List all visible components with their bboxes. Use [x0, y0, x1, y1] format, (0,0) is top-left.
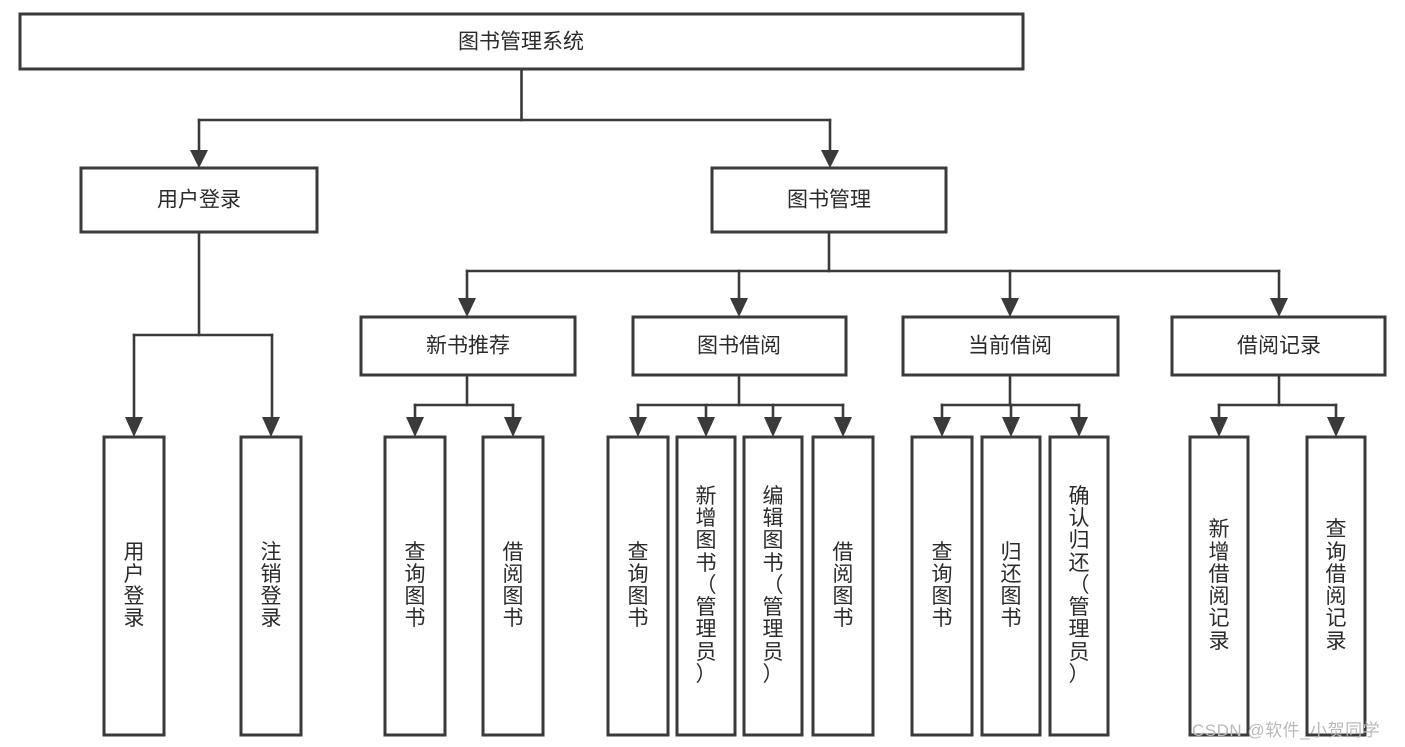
node-label-book-management: 图书管理: [787, 189, 871, 212]
node-user-login[interactable]: 用户登录: [79, 166, 319, 234]
watermark-text: CSDN @软件_小贺同学: [1192, 721, 1381, 740]
connector-root-to-level2: [190, 67, 839, 168]
leaf-box-borrow-book-2[interactable]: [811, 435, 875, 737]
connector-user-login-to-leaves: [125, 230, 280, 437]
leaf-box-logout[interactable]: [239, 435, 303, 737]
connector-current-borrow-to-leaves: [933, 373, 1088, 437]
leaf-boxes: [102, 435, 1367, 737]
leaf-box-borrow-book-1[interactable]: [481, 435, 545, 737]
node-label-root: 图书管理系统: [458, 31, 584, 54]
node-book-borrow[interactable]: 图书借阅: [631, 315, 848, 377]
node-root-system[interactable]: 图书管理系统: [18, 12, 1025, 71]
leaf-box-return-book[interactable]: [980, 435, 1042, 737]
node-new-book-recommendation[interactable]: 新书推荐: [359, 315, 577, 377]
node-label-book-borrow: 图书借阅: [697, 335, 781, 358]
leaf-box-query-borrow-record[interactable]: [1305, 435, 1367, 737]
connector-book-mgmt-to-level3: [458, 230, 1288, 317]
node-borrow-record[interactable]: 借阅记录: [1170, 315, 1387, 377]
leaf-box-edit-book-admin[interactable]: [742, 435, 804, 737]
connector-borrow-record-to-leaves: [1210, 373, 1345, 437]
connector-book-borrow-to-leaves: [629, 373, 852, 437]
leaf-box-query-book-2[interactable]: [606, 435, 670, 737]
node-label-user-login: 用户登录: [157, 189, 241, 212]
leaf-box-add-book-admin[interactable]: [675, 435, 737, 737]
leaf-box-add-borrow-record[interactable]: [1188, 435, 1250, 737]
leaf-box-user-login[interactable]: [102, 435, 166, 737]
node-current-borrow[interactable]: 当前借阅: [901, 315, 1120, 377]
node-label-current-borrow: 当前借阅: [968, 335, 1052, 358]
leaf-box-query-book-1[interactable]: [383, 435, 447, 737]
node-label-borrow-record: 借阅记录: [1237, 335, 1321, 358]
node-label-new-book-recommendation: 新书推荐: [426, 335, 510, 358]
leaf-box-query-book-3[interactable]: [910, 435, 974, 737]
node-book-management[interactable]: 图书管理: [710, 166, 948, 234]
connector-new-book-rec-to-leaves: [406, 373, 522, 437]
leaf-box-confirm-return-admin[interactable]: [1048, 435, 1110, 737]
